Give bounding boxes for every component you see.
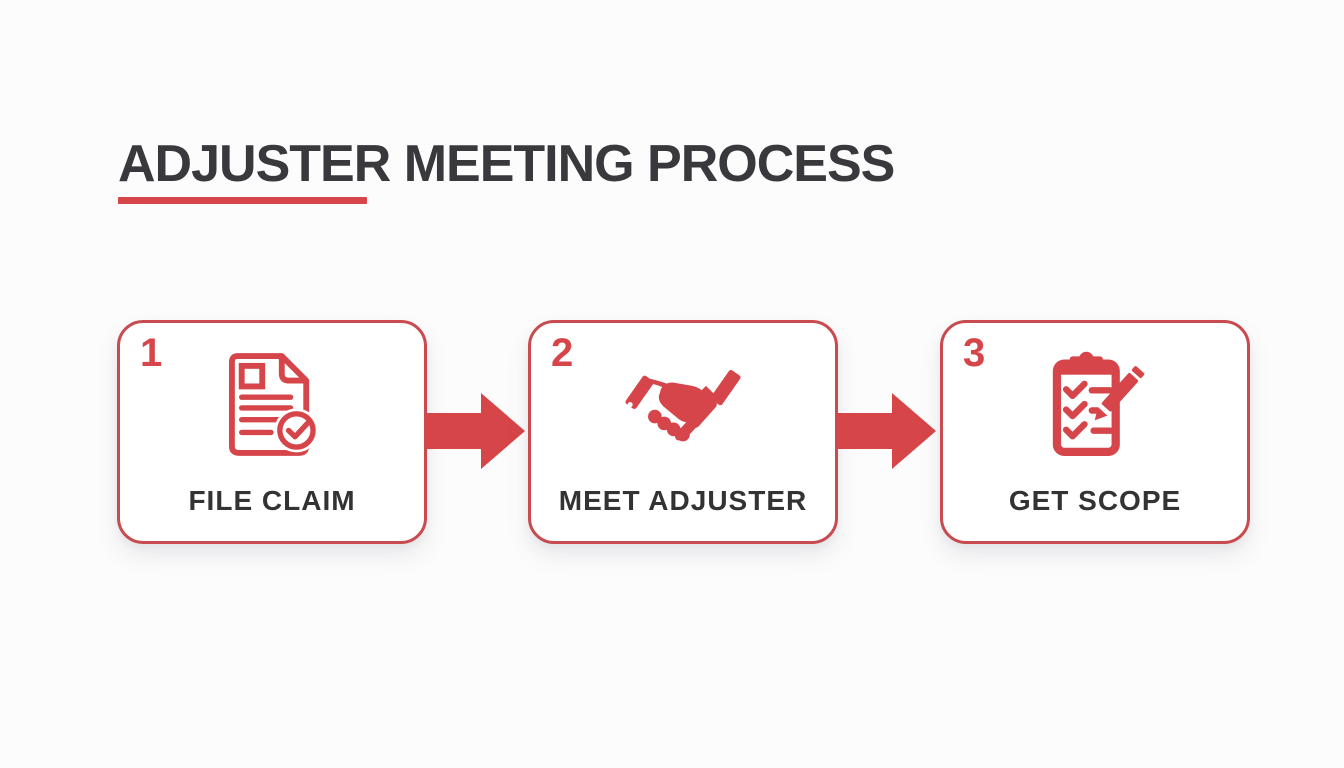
arrow-right-icon [837,392,937,470]
clipboard-pencil-icon [943,345,1247,465]
step-number: 1 [140,331,163,375]
step-label: GET SCOPE [1008,485,1182,516]
title-underline [118,197,367,204]
step-label: MEET ADJUSTER [558,485,808,516]
step-card-file-claim: 1 FILE CLAIM [117,320,427,544]
page-title: ADJUSTER MEETING PROCESS [118,135,895,193]
step-label: FILE CLAIM [188,485,356,516]
step-card-get-scope: 3 [940,320,1250,544]
step-card-meet-adjuster: 2 [528,320,838,544]
step-number: 3 [963,331,986,375]
document-check-icon [120,345,424,465]
handshake-icon [531,345,835,465]
step-number: 2 [551,331,574,375]
arrow-right-icon [426,392,526,470]
